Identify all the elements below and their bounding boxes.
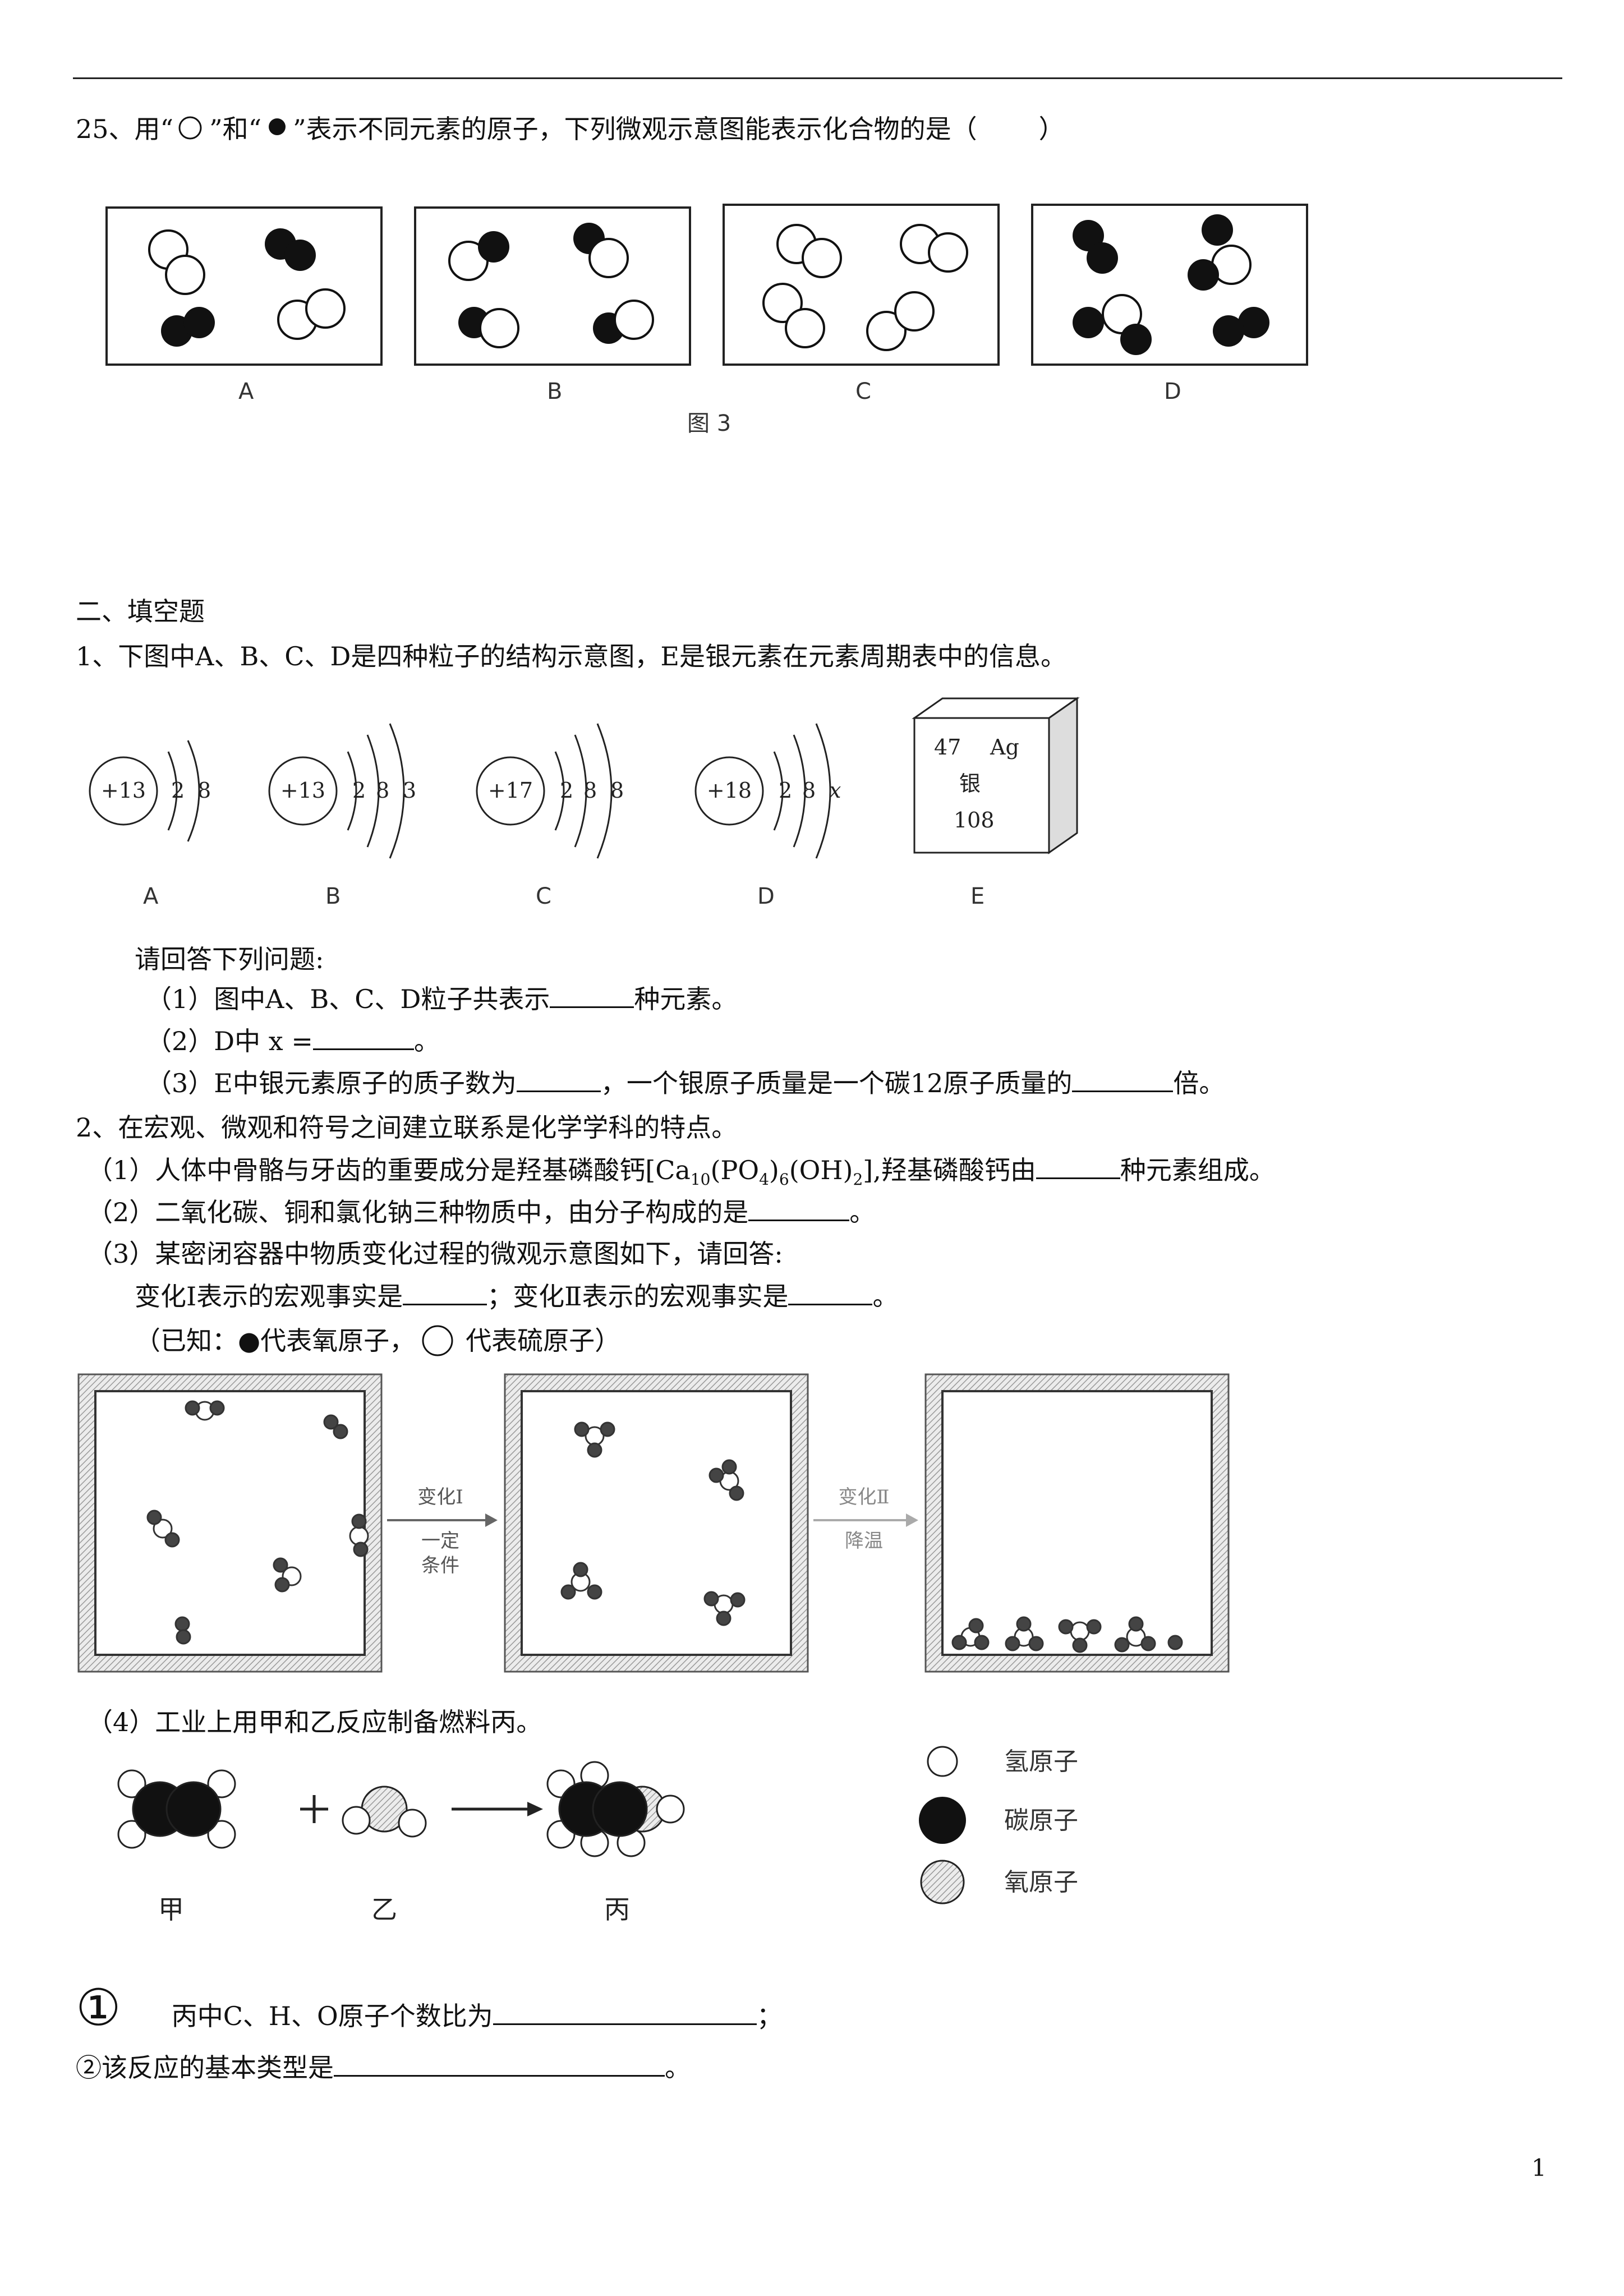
svg-text:2: 2 xyxy=(560,778,573,803)
answer-blank-q2-2[interactable] xyxy=(748,1195,850,1221)
atom-d-label: D xyxy=(757,884,775,909)
atom-a-diagram: +13 2 8 xyxy=(89,740,211,842)
species-jia-label: 甲 xyxy=(158,1894,184,1925)
answer-blank-q2-4-1[interactable] xyxy=(493,1999,757,2025)
answer-blank-q1-2[interactable] xyxy=(312,1024,414,1050)
svg-text:8: 8 xyxy=(583,778,597,803)
answer-blank-q1-1[interactable] xyxy=(550,982,634,1008)
arrow-change-1: 变化Ⅰ 一定 条件 xyxy=(387,1486,498,1577)
element-card-silver: 47 Ag 银 108 xyxy=(912,697,1080,854)
svg-text:降温: 降温 xyxy=(845,1530,883,1552)
svg-text:变化Ⅰ: 变化Ⅰ xyxy=(417,1486,463,1508)
option-d-label[interactable]: D xyxy=(1164,379,1181,404)
option-d-box xyxy=(1031,204,1308,366)
svg-text:变化Ⅱ: 变化Ⅱ xyxy=(838,1486,889,1508)
svg-text:x: x xyxy=(829,778,841,803)
svg-text:碳原子: 碳原子 xyxy=(1004,1806,1078,1835)
black-atom-icon xyxy=(269,118,286,135)
plus-sign xyxy=(300,1795,328,1823)
svg-text:银: 银 xyxy=(959,771,981,796)
svg-text:氢原子: 氢原子 xyxy=(1004,1747,1078,1776)
page-number: 1 xyxy=(1531,2154,1547,2182)
option-c-label[interactable]: C xyxy=(855,379,871,404)
oxygen-atom-icon xyxy=(920,1860,965,1904)
svg-text:2: 2 xyxy=(352,778,366,803)
hydrogen-atom-icon xyxy=(927,1746,958,1777)
atom-b-diagram: +13 2 8 3 xyxy=(268,723,416,859)
arrow-change-2: 变化Ⅱ 降温 xyxy=(813,1486,918,1552)
q2-stem: 2、在宏观、微观和符号之间建立联系是化学学科的特点。 xyxy=(76,1112,738,1143)
svg-text:47: 47 xyxy=(934,735,961,760)
closed-container-diagram: 变化Ⅰ 一定 条件 变化Ⅱ 降温 xyxy=(77,1373,1230,1673)
svg-text:2: 2 xyxy=(779,778,792,803)
q25-stem: 25、用“”和“”表示不同元素的原子，下列微观示意图能表示化合物的是（） xyxy=(76,114,1065,144)
svg-text:8: 8 xyxy=(197,778,211,803)
answer-blank-q2-1[interactable] xyxy=(1036,1153,1120,1179)
option-c-box xyxy=(723,204,1000,366)
q2-sub3-blanks: 变化Ⅰ表示的宏观事实是；变化Ⅱ表示的宏观事实是。 xyxy=(135,1279,898,1313)
figure-3-molecule-boxes xyxy=(105,204,1308,366)
species-yi-molecule xyxy=(342,1786,427,1838)
q1-sub2: （2）D中 x =。 xyxy=(146,1024,440,1058)
atom-b-label: B xyxy=(325,884,341,909)
element-card-label: E xyxy=(970,884,985,909)
atom-d-diagram: +18 2 8 x xyxy=(694,723,841,859)
option-b-box xyxy=(414,206,691,366)
q2-sub4: （4）工业上用甲和乙反应制备燃料丙。 xyxy=(87,1707,542,1737)
reaction-arrow xyxy=(452,1802,543,1816)
reaction-diagram: 甲 乙 丙 xyxy=(117,1761,685,1925)
svg-text:+13: +13 xyxy=(101,778,146,803)
atom-a-label: A xyxy=(143,884,159,909)
answer-blank-q2-3b[interactable] xyxy=(788,1279,873,1305)
container-after-change-2 xyxy=(924,1373,1230,1673)
species-bing-molecule xyxy=(546,1761,685,1857)
white-atom-icon xyxy=(178,116,202,140)
q1-prompt: 请回答下列问题: xyxy=(135,944,324,974)
carbon-atom-icon xyxy=(919,1797,966,1844)
svg-text:8: 8 xyxy=(802,778,816,803)
svg-text:+13: +13 xyxy=(280,778,325,803)
species-bing-label: 丙 xyxy=(604,1894,630,1925)
container-after-change-1 xyxy=(504,1373,809,1673)
svg-text:氧原子: 氧原子 xyxy=(1004,1868,1078,1897)
q2-sub3: （3）某密闭容器中物质变化过程的微观示意图如下，请回答: xyxy=(87,1239,783,1269)
svg-text:+18: +18 xyxy=(707,778,752,803)
section-heading: 二、填空题 xyxy=(76,596,205,627)
q2-known: （已知：●代表氧原子，代表硫原子） xyxy=(135,1324,620,1358)
answer-blank-q1-3b[interactable] xyxy=(1072,1066,1174,1092)
svg-text:3: 3 xyxy=(403,778,416,803)
option-b-label[interactable]: B xyxy=(547,379,563,404)
svg-text:一定: 一定 xyxy=(421,1530,459,1552)
svg-text:108: 108 xyxy=(954,808,995,832)
q2-sub4-2: ②该反应的基本类型是。 xyxy=(76,2050,691,2085)
atom-c-diagram: +17 2 8 8 xyxy=(476,723,624,859)
svg-text:2: 2 xyxy=(171,778,185,803)
answer-blank-q1-3a[interactable] xyxy=(516,1066,601,1092)
option-a-label[interactable]: A xyxy=(238,379,254,404)
figure-caption: 图 3 xyxy=(687,411,732,436)
q1-sub1: （1）图中A、B、C、D粒子共表示种元素。 xyxy=(146,982,737,1016)
atom-legend: 氢原子 碳原子 氧原子 xyxy=(919,1746,1078,1904)
atom-structure-diagrams: +13 2 8 +13 2 8 3 +17 2 8 8 xyxy=(89,697,1080,859)
svg-text:条件: 条件 xyxy=(421,1554,459,1577)
sulfur-atom-icon xyxy=(422,1325,453,1356)
species-yi-label: 乙 xyxy=(371,1894,397,1925)
q2-sub1: （1）人体中骨骼与牙齿的重要成分是羟基磷酸钙[Ca10(PO4)6(OH)2],… xyxy=(87,1153,1275,1197)
top-rule xyxy=(73,77,1562,79)
q1-sub3: （3）E中银元素原子的质子数为，一个银原子质量是一个碳12原子质量的倍。 xyxy=(146,1066,1225,1100)
atom-c-label: C xyxy=(536,884,551,909)
option-a-box xyxy=(105,206,383,366)
svg-text:+17: +17 xyxy=(488,778,533,803)
q1-stem: 1、下图中A、B、C、D是四种粒子的结构示意图，E是银元素在元素周期表中的信息。 xyxy=(76,641,1066,671)
svg-text:8: 8 xyxy=(610,778,624,803)
svg-text:8: 8 xyxy=(376,778,389,803)
svg-text:Ag: Ag xyxy=(990,735,1019,760)
q2-sub2: （2）二氧化碳、铜和氯化钠三种物质中，由分子构成的是。 xyxy=(87,1195,875,1229)
answer-blank-q2-3a[interactable] xyxy=(403,1279,487,1305)
answer-blank-q2-4-2[interactable] xyxy=(334,2050,665,2077)
container-initial xyxy=(77,1373,383,1673)
species-jia-molecule xyxy=(117,1769,236,1849)
